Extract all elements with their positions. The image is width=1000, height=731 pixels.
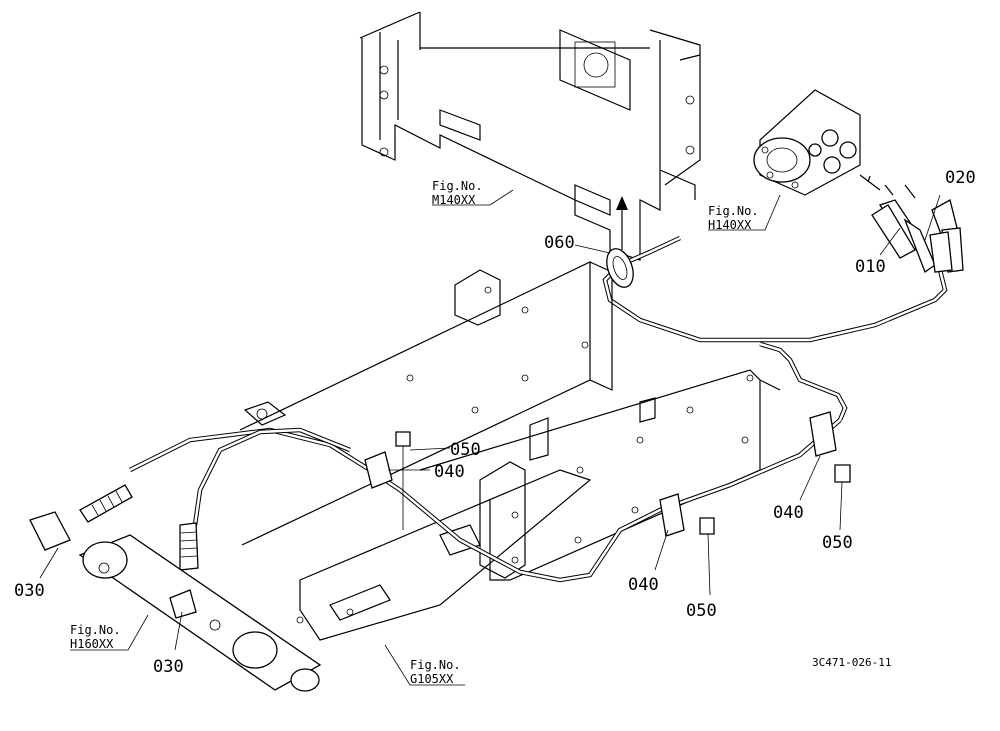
valve-fittings	[602, 199, 964, 343]
hose-fittings	[79, 204, 953, 571]
part-label-030-a: 030	[14, 581, 45, 601]
fig-ref-g105xx: Fig.No. G105XX	[410, 658, 461, 686]
steering-valve	[753, 89, 916, 199]
fig-ref-line2: M140XX	[432, 193, 476, 207]
leader-lines	[39, 189, 941, 686]
fig-ref-line1: Fig.No.	[708, 204, 759, 218]
fig-ref-m140xx: Fig.No. M140XX	[432, 179, 483, 207]
part-label-050-b: 050	[686, 601, 717, 621]
fig-ref-line2: G105XX	[410, 672, 454, 686]
part-label-050-a: 050	[450, 440, 481, 460]
fig-ref-line1: Fig.No.	[70, 623, 121, 637]
fig-ref-h160xx: Fig.No. H160XX	[70, 623, 121, 651]
arrow-head	[616, 196, 628, 210]
bolt-parts	[395, 431, 851, 535]
fig-ref-line1: Fig.No.	[410, 658, 461, 672]
part-label-030-b: 030	[153, 657, 184, 677]
steering-column-bracket	[359, 11, 701, 261]
fig-ref-line2: H140XX	[708, 218, 752, 232]
drawing-code: 3C471-026-11	[812, 656, 891, 669]
fig-ref-line1: Fig.No.	[432, 179, 483, 193]
part-label-040-c: 040	[773, 503, 804, 523]
front-frame	[239, 261, 781, 641]
part-label-020: 020	[945, 168, 976, 188]
fig-ref-line2: H160XX	[70, 637, 114, 651]
hose-route	[128, 341, 848, 583]
part-label-010: 010	[855, 257, 886, 277]
part-label-040-b: 040	[628, 575, 659, 595]
part-label-040-a: 040	[434, 462, 465, 482]
part-label-060: 060	[544, 233, 575, 253]
steering-cylinder	[29, 511, 322, 692]
part-label-050-c: 050	[822, 533, 853, 553]
fig-ref-h140xx: Fig.No. H140XX	[708, 204, 759, 232]
clamp-parts	[364, 248, 837, 537]
